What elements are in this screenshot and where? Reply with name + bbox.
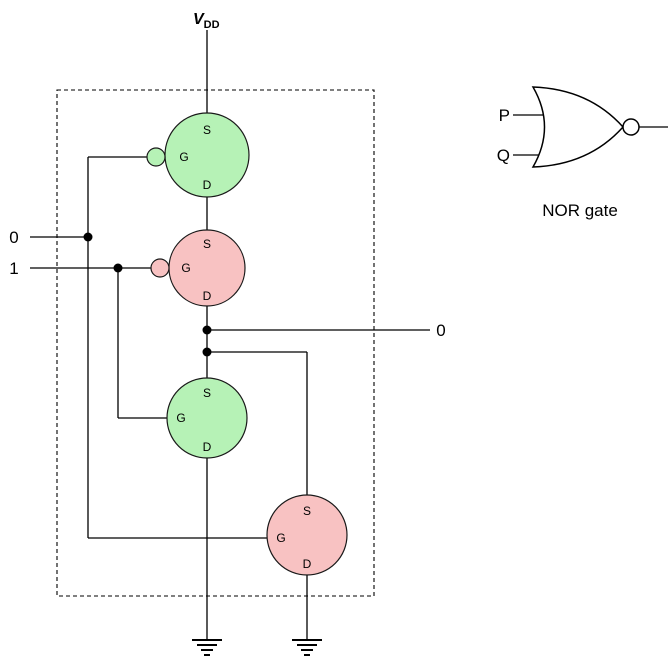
ground-symbol-left: [192, 639, 222, 656]
nor-gate-symbol: P Q NOR gate: [497, 86, 668, 220]
nor-input-p-label: P: [499, 106, 510, 125]
pmos-a-drain-label: D: [203, 178, 212, 192]
nmos-b-drain-label: D: [303, 557, 312, 571]
junction-dot-output: [202, 325, 212, 335]
pmos-a-gate-bubble: [146, 147, 166, 167]
nmos-a-gate-label: G: [176, 411, 185, 425]
vdd-label: VDD: [193, 11, 220, 31]
nor-input-q-label: Q: [497, 146, 510, 165]
pmos-b-drain-label: D: [203, 289, 212, 303]
junction-dot-input-bottom: [113, 263, 123, 273]
input-top-label: 0: [9, 228, 18, 247]
vdd-symbol: V: [193, 11, 205, 28]
input-bottom-label: 1: [9, 259, 18, 278]
nmos-b-body: [266, 494, 348, 576]
nmos-b-gate-label: G: [276, 531, 285, 545]
nor-gate-caption: NOR gate: [542, 201, 618, 220]
nor-inversion-bubble: [622, 118, 640, 136]
nor-gate-body: [531, 86, 625, 168]
nmos-b-source-label: S: [303, 504, 311, 518]
circuit-boundary-box: [56, 89, 375, 597]
pmos-b-source-label: S: [203, 237, 211, 251]
ground-symbol-right: [292, 639, 322, 656]
pmos-b-gate-label: G: [181, 261, 190, 275]
pmos-a-gate-label: G: [179, 150, 188, 164]
vdd-subscript: DD: [204, 19, 220, 31]
pmos-b-gate-bubble: [150, 258, 170, 278]
nmos-a-drain-label: D: [203, 440, 212, 454]
nmos-a-source-label: S: [203, 386, 211, 400]
pmos-a-source-label: S: [203, 123, 211, 137]
junction-dot-input-top: [83, 232, 93, 242]
junction-dot-output-branch: [202, 347, 212, 357]
output-label: 0: [436, 321, 445, 340]
nmos-a-body: [166, 377, 248, 459]
